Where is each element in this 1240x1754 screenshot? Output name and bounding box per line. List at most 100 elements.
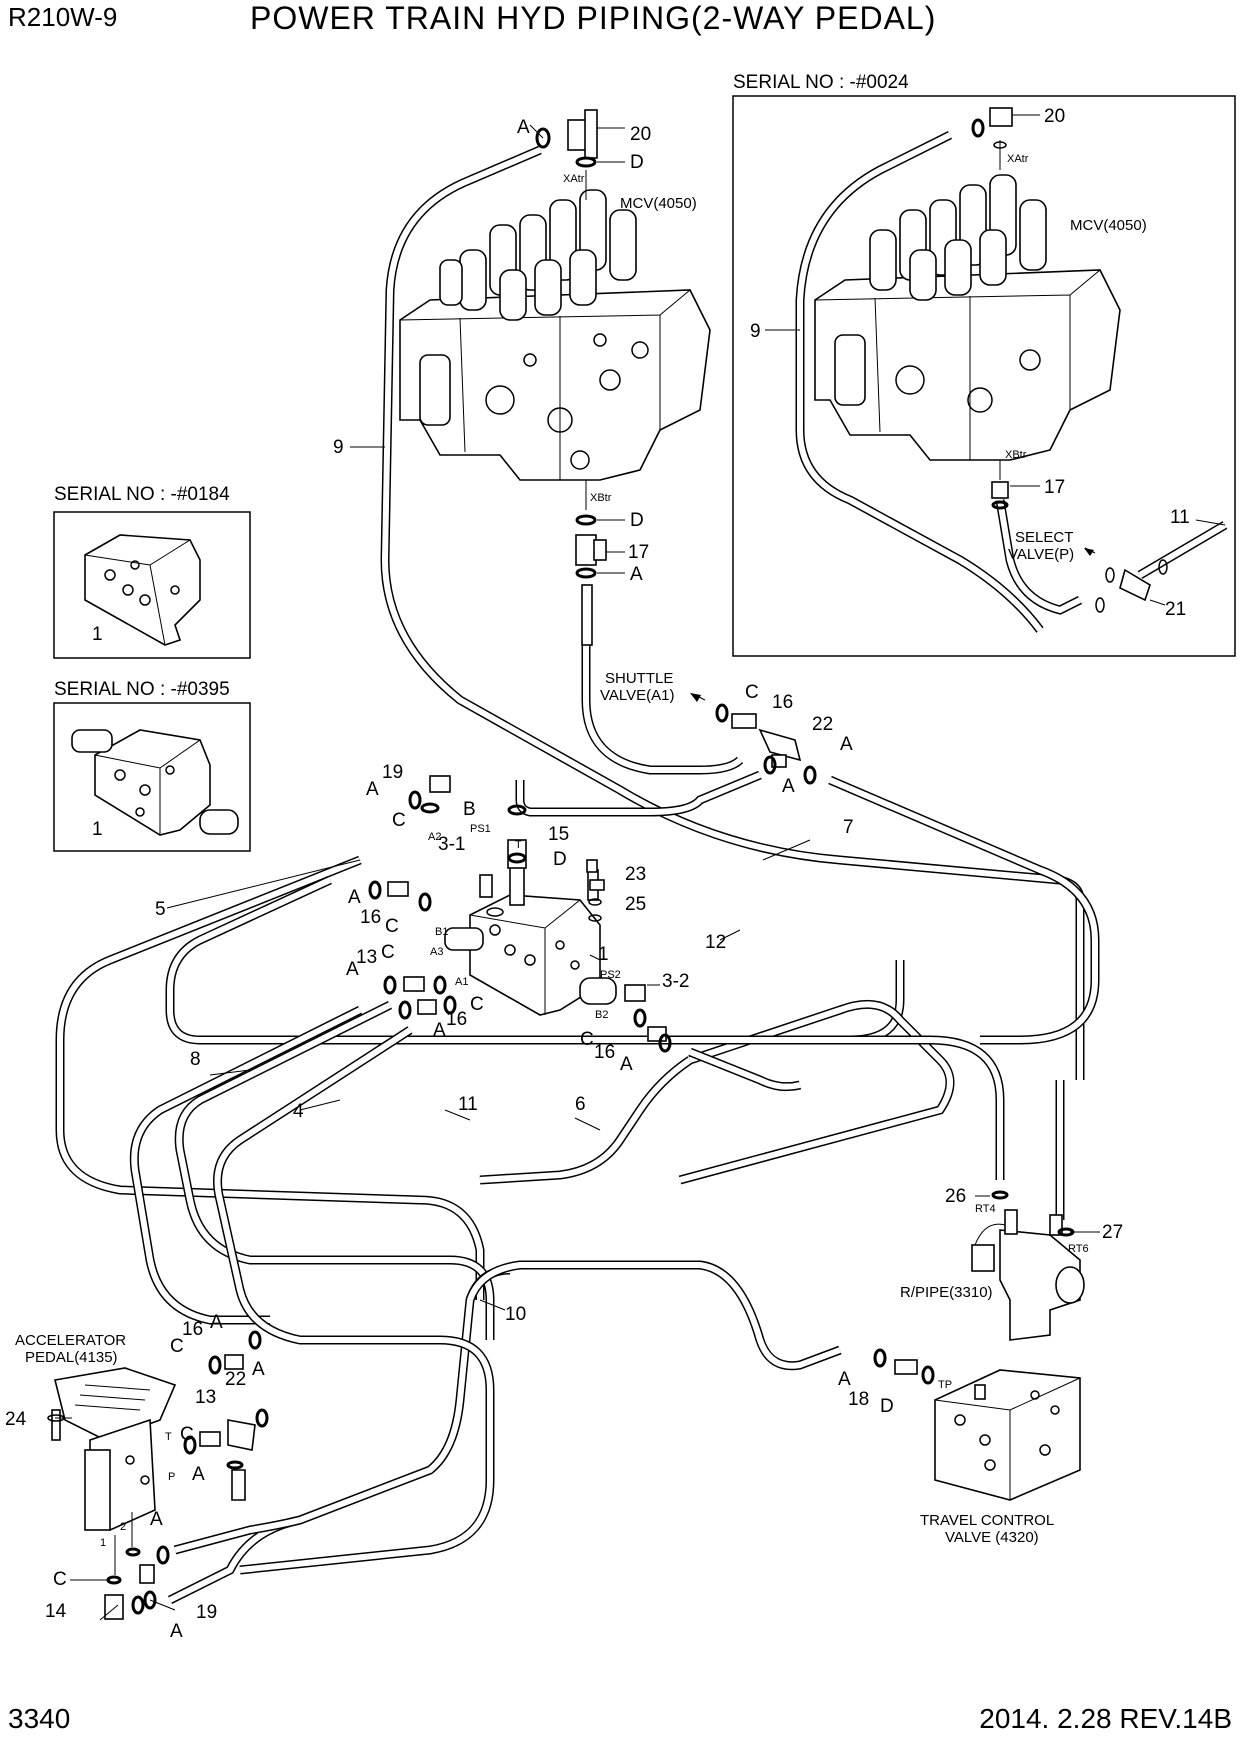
- port-xatr: XAtr: [563, 173, 585, 185]
- callout-c-low: C: [53, 1569, 67, 1590]
- callout-27: 27: [1102, 1222, 1123, 1243]
- callout-17: 17: [628, 542, 649, 563]
- callout-16a: 16: [772, 692, 793, 713]
- callout-a-22b: A: [252, 1359, 265, 1380]
- rpipe-label: R/PIPE(3310): [900, 1284, 993, 1301]
- callout-d2: D: [553, 849, 567, 870]
- callout-13a: 13: [356, 947, 377, 968]
- callout-6: 6: [575, 1094, 586, 1115]
- callout-1: 1: [598, 944, 609, 965]
- callout-15: 15: [548, 824, 569, 845]
- callout-20-inset: 20: [1044, 106, 1065, 127]
- callout-a-acc: A: [210, 1312, 223, 1333]
- callout-c-13: C: [381, 942, 395, 963]
- port-tp: TP: [938, 1379, 952, 1391]
- callout-16e: 16: [182, 1319, 203, 1340]
- callout-a-19b: A: [170, 1621, 183, 1642]
- revision-date: 2014. 2.28 REV.14B: [979, 1703, 1232, 1734]
- callout-23: 23: [625, 864, 646, 885]
- callout-8: 8: [190, 1049, 201, 1070]
- travel-label-2: VALVE (4320): [945, 1529, 1039, 1546]
- callout-11: 11: [458, 1094, 478, 1115]
- callout-10: 10: [505, 1304, 526, 1325]
- callout-d-18: D: [880, 1396, 894, 1417]
- callout-7: 7: [843, 817, 854, 838]
- callout-16b: 16: [360, 907, 381, 928]
- accelerator-label-2: PEDAL(4135): [25, 1349, 118, 1366]
- callout-11-inset: 11: [1170, 507, 1190, 528]
- shuttle-label-1: SHUTTLE: [605, 670, 673, 687]
- callout-b: B: [463, 799, 476, 820]
- shuttle-valve-a1: [690, 693, 817, 785]
- mcv-fittings: [535, 109, 607, 646]
- page-number: 3340: [8, 1703, 71, 1734]
- callout-22a: 22: [812, 714, 833, 735]
- port-2: 2: [120, 1521, 126, 1533]
- callout-18: 18: [848, 1389, 869, 1410]
- inset-serial-0395: [53, 702, 251, 852]
- callout-a-16: A: [433, 1020, 446, 1041]
- callout-26: 26: [945, 1186, 966, 1207]
- travel-control-valve-4320: [873, 1348, 1081, 1501]
- port-1: 1: [100, 1537, 106, 1549]
- callout-c-16d: C: [580, 1029, 594, 1050]
- callout-19b: 19: [196, 1602, 217, 1623]
- callout-c-16c: C: [470, 994, 484, 1015]
- callout-16d: 16: [594, 1042, 615, 1063]
- port-labels: XAtr XAtr XBtr XBtr A2 PS1 T B1 A3 A1 PS…: [100, 153, 1089, 1549]
- callout-20: 20: [630, 124, 651, 145]
- callout-a-b: A: [782, 776, 795, 797]
- callout-13b: 13: [195, 1387, 216, 1408]
- callout-a-p: A: [192, 1464, 205, 1485]
- serial-0184-label: SERIAL NO : -#0184: [54, 484, 230, 505]
- callout-22b: 22: [225, 1369, 246, 1390]
- accelerator-label-1: ACCELERATOR: [15, 1332, 126, 1349]
- callout-a-18: A: [838, 1369, 851, 1390]
- callout-d-mid: D: [630, 510, 644, 531]
- serial-0024-label: SERIAL NO : -#0024: [733, 72, 909, 93]
- callout-a-low: A: [150, 1509, 163, 1530]
- r-pipe-3310: [971, 1190, 1085, 1341]
- port-xatr-inset: XAtr: [1007, 153, 1029, 165]
- port-ps1: PS1: [470, 823, 491, 835]
- port-a3: A3: [430, 946, 443, 958]
- callout-a-19: A: [366, 779, 379, 800]
- callout-3-2: 3-2: [662, 971, 689, 992]
- select-label-2: VALVE(P): [1008, 546, 1074, 563]
- callout-14: 14: [45, 1601, 67, 1622]
- callout-a-22: A: [840, 734, 853, 755]
- main-control-valve: [399, 170, 711, 510]
- callout-3-1: 3-1: [438, 834, 465, 855]
- callout-17-inset: 17: [1044, 477, 1065, 498]
- port-a1: A1: [455, 976, 468, 988]
- callout-a-top: A: [517, 117, 530, 138]
- callout-4: 4: [293, 1101, 304, 1122]
- port-b1: B1: [435, 926, 448, 938]
- callout-19a: 19: [382, 762, 403, 783]
- callout-c-acc: C: [170, 1336, 184, 1357]
- port-b2: B2: [595, 1009, 608, 1021]
- serial-labels: SERIAL NO : -#0024 SERIAL NO : -#0184 1 …: [54, 72, 909, 840]
- callout-16c: 16: [446, 1009, 467, 1030]
- valve-1-fittings: [368, 859, 672, 1053]
- callout-c-16: C: [745, 682, 759, 703]
- valve-block-1: [408, 775, 617, 1016]
- port-xbtr: XBtr: [590, 492, 612, 504]
- callout-a-5: A: [348, 887, 361, 908]
- callout-9-inset: 9: [750, 321, 761, 342]
- port-ps2: PS2: [600, 969, 621, 981]
- callout-c-1: C: [392, 810, 406, 831]
- model-code: R210W-9: [8, 2, 118, 32]
- callout-12: 12: [705, 932, 726, 953]
- port-pedal-t: T: [165, 1431, 172, 1443]
- port-xbtr-inset: XBtr: [1005, 449, 1027, 461]
- pedal-fittings: [104, 1330, 269, 1620]
- serial-0395-label: SERIAL NO : -#0395: [54, 679, 230, 700]
- callout-24: 24: [5, 1409, 27, 1430]
- callout-9: 9: [333, 437, 344, 458]
- travel-label-1: TRAVEL CONTROL: [920, 1512, 1054, 1529]
- shuttle-label-2: VALVE(A1): [600, 687, 674, 704]
- mcv-inset-label: MCV(4050): [1070, 217, 1147, 234]
- hose-routing: [55, 145, 1100, 1605]
